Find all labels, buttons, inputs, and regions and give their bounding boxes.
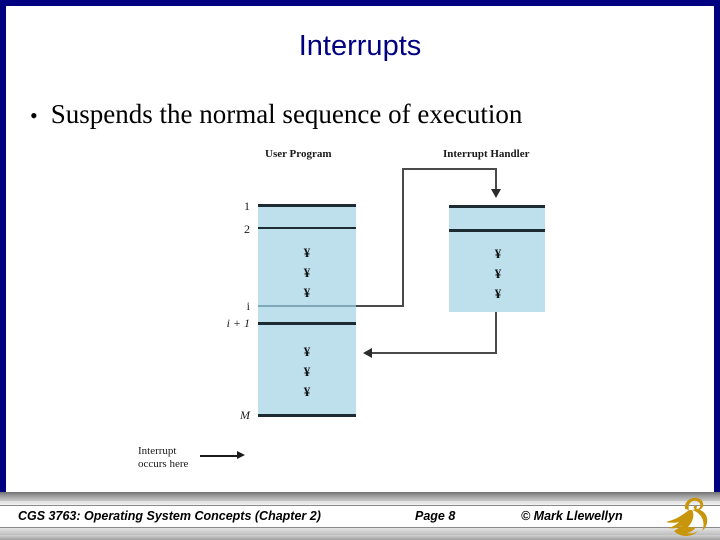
annotation-line-1: Interrupt bbox=[138, 445, 177, 457]
bullet-marker-icon: • bbox=[30, 103, 38, 128]
user-program-label-i-plus-1: i + 1 bbox=[226, 316, 250, 330]
user-program-upper-ellipsis: ¥ ¥ ¥ bbox=[286, 243, 328, 303]
annotation-arrow-line bbox=[200, 455, 238, 457]
slide-footer: CGS 3763: Operating System Concepts (Cha… bbox=[0, 492, 720, 540]
user-program-label-1: 1 bbox=[244, 199, 250, 213]
footer-copyright: © Mark Llewellyn bbox=[521, 509, 623, 523]
interrupt-handler-ellipsis: ¥ ¥ ¥ bbox=[477, 244, 519, 304]
ellipsis-glyph: ¥ bbox=[303, 285, 311, 300]
ellipsis-glyph: ¥ bbox=[303, 344, 311, 359]
user-program-line-2 bbox=[258, 227, 356, 229]
ellipsis-glyph: ¥ bbox=[494, 286, 502, 301]
interrupt-flow-diagram: User Program Interrupt Handler 1 2 i i +… bbox=[0, 140, 720, 470]
footer-band-lower bbox=[0, 535, 720, 540]
user-program-line-i-plus-1 bbox=[258, 322, 356, 325]
user-program-line-m bbox=[258, 414, 356, 417]
footer-course-label: CGS 3763: Operating System Concepts (Cha… bbox=[18, 509, 321, 523]
connector-invoke-segment-v1 bbox=[402, 168, 404, 307]
ellipsis-glyph: ¥ bbox=[303, 265, 311, 280]
interrupt-occurs-annotation: Interrupt occurs here bbox=[138, 445, 208, 471]
bullet-list-item: • Suspends the normal sequence of execut… bbox=[30, 99, 522, 130]
slide-border-left bbox=[0, 0, 6, 492]
ellipsis-glyph: ¥ bbox=[303, 384, 311, 399]
ucf-pegasus-logo-icon bbox=[663, 494, 715, 538]
footer-page-number: Page 8 bbox=[415, 509, 456, 523]
interrupt-handler-separator bbox=[449, 229, 545, 232]
user-program-lower-ellipsis: ¥ ¥ ¥ bbox=[286, 342, 328, 402]
ellipsis-glyph: ¥ bbox=[494, 246, 502, 261]
slide-border-right bbox=[714, 0, 720, 492]
user-program-line-i bbox=[258, 305, 356, 307]
connector-invoke-arrowhead-icon bbox=[491, 189, 501, 198]
user-program-label-2: 2 bbox=[244, 222, 250, 236]
diagram-heading-user-program: User Program bbox=[265, 148, 332, 160]
bullet-text: Suspends the normal sequence of executio… bbox=[50, 99, 523, 129]
user-program-box bbox=[258, 205, 356, 415]
annotation-line-2: occurs here bbox=[138, 458, 189, 470]
ellipsis-glyph: ¥ bbox=[494, 266, 502, 281]
page-title: Interrupts bbox=[298, 30, 422, 62]
user-program-label-m: M bbox=[240, 408, 250, 422]
connector-invoke-segment-v2 bbox=[495, 168, 497, 190]
footer-band-upper-light bbox=[0, 501, 720, 505]
diagram-heading-interrupt-handler: Interrupt Handler bbox=[443, 148, 530, 160]
ellipsis-glyph: ¥ bbox=[303, 245, 311, 260]
annotation-arrowhead-icon bbox=[237, 451, 245, 459]
footer-band-lower-light bbox=[0, 528, 720, 535]
connector-return-segment-v1 bbox=[495, 312, 497, 354]
connector-invoke-segment-h2 bbox=[402, 168, 497, 170]
slide-border-top bbox=[0, 0, 720, 6]
connector-invoke-segment-h1 bbox=[356, 305, 404, 307]
user-program-line-1 bbox=[258, 204, 356, 207]
connector-return-segment-h1 bbox=[372, 352, 497, 354]
ellipsis-glyph: ¥ bbox=[303, 364, 311, 379]
interrupt-handler-top-border bbox=[449, 205, 545, 208]
footer-text-band bbox=[0, 505, 720, 528]
user-program-label-i: i bbox=[246, 299, 250, 313]
footer-band-upper bbox=[0, 492, 720, 501]
interrupt-handler-box bbox=[449, 206, 545, 312]
connector-return-arrowhead-icon bbox=[363, 348, 372, 358]
